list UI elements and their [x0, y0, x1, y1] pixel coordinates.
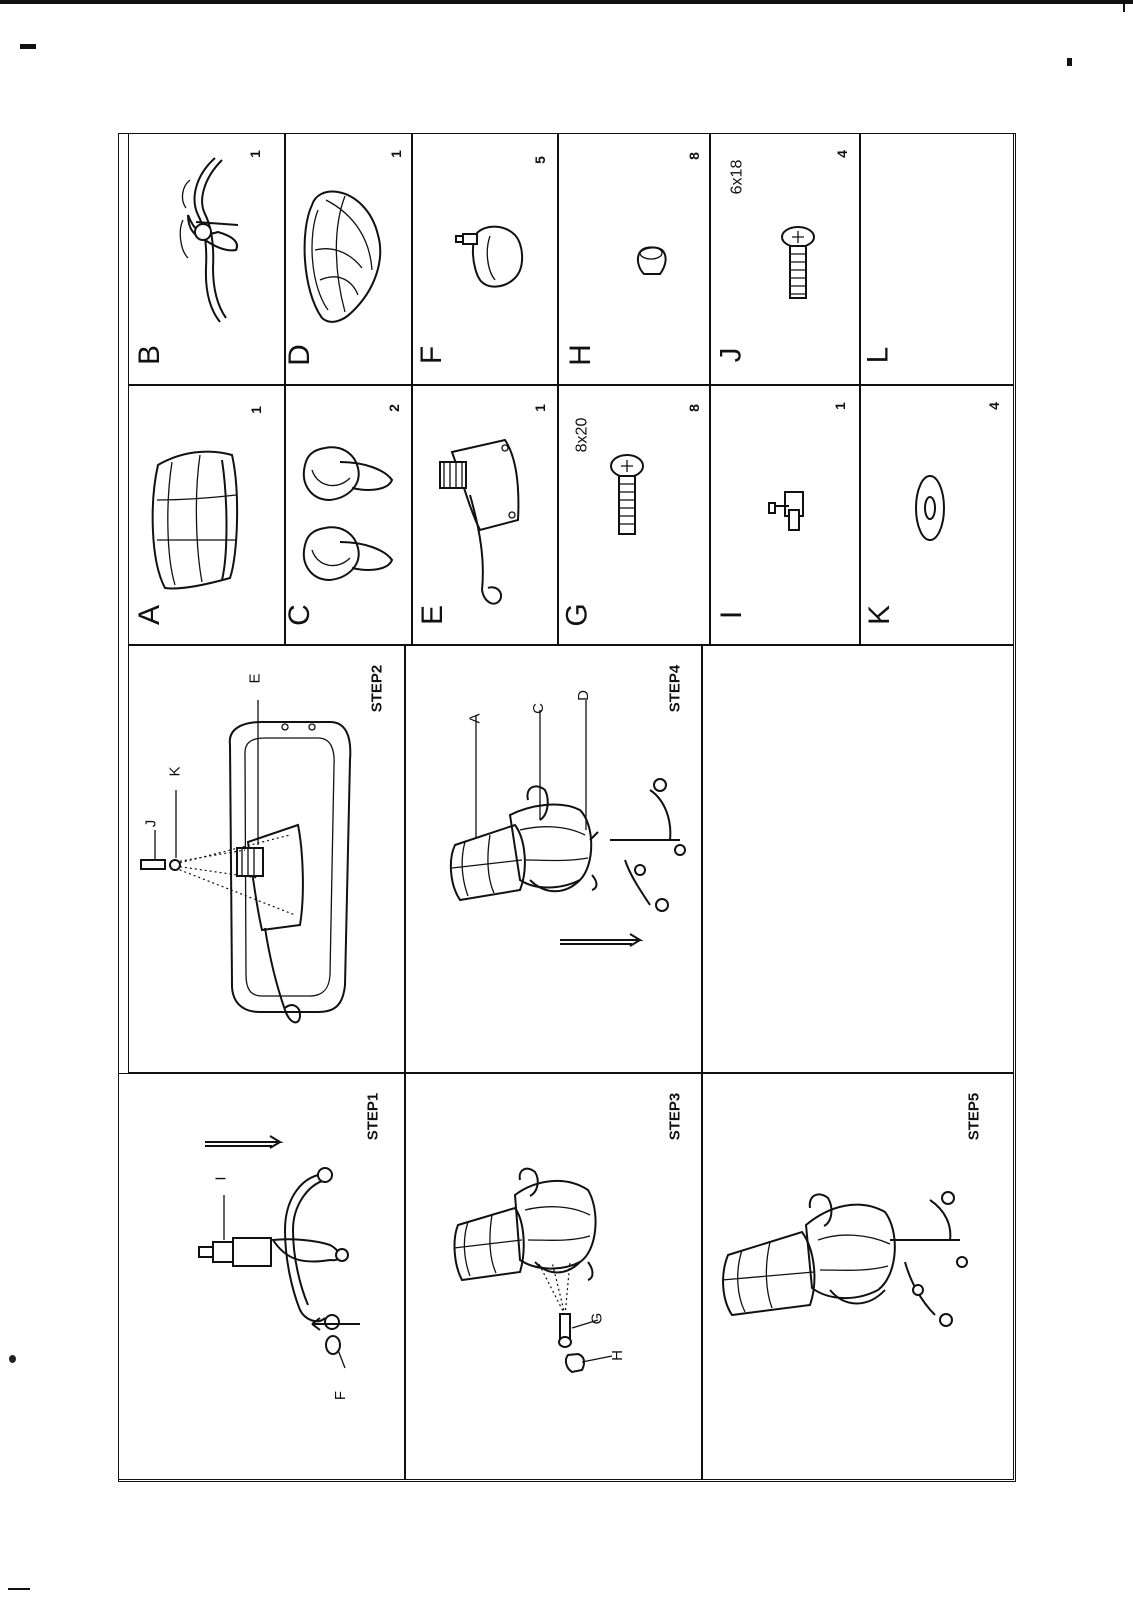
- part-cell-d: [285, 133, 412, 385]
- part-j-screw-drawing: [781, 226, 815, 299]
- part-cell-c: [285, 385, 412, 645]
- part-d-seat-drawing: [303, 190, 382, 323]
- scan-speck: [9, 1355, 16, 1363]
- step-cell-3: [405, 1073, 702, 1480]
- step-cell-5: [702, 1073, 1014, 1480]
- scan-mark: [1067, 58, 1072, 66]
- part-c-armrests-drawing: [302, 446, 394, 582]
- step4-drawing: [449, 700, 686, 947]
- step1-drawing: [198, 1135, 360, 1369]
- top-border-tick: [1123, 0, 1125, 12]
- step-cell-1: [118, 1073, 405, 1480]
- part-f-caster-drawing: [455, 225, 524, 288]
- part-e-mechanism-drawing: [439, 438, 520, 605]
- step-cell-empty: [702, 645, 1014, 1073]
- part-k-washer-drawing: [915, 475, 945, 541]
- part-cell-h: [558, 133, 710, 385]
- step-cell-2: [128, 645, 405, 1073]
- part-cell-i: [710, 385, 860, 645]
- top-border-line: [0, 0, 1133, 4]
- scan-mark: [20, 44, 36, 49]
- part-h-cap-drawing: [636, 246, 667, 275]
- part-g-screw-drawing: [610, 454, 644, 535]
- part-a-backrest-drawing: [151, 450, 239, 590]
- part-cell-f: [412, 133, 558, 385]
- step5-drawing: [721, 1191, 968, 1327]
- part-cell-e: [412, 385, 558, 645]
- part-cell-a: [128, 385, 285, 645]
- part-cell-l: [860, 133, 1014, 385]
- part-cell-j: [710, 133, 860, 385]
- step3-drawing: [453, 1167, 613, 1374]
- step-cell-4: [405, 645, 702, 1073]
- step2-drawing: [140, 700, 352, 1024]
- part-cell-k: [860, 385, 1014, 645]
- part-i-gaslift-drawing: [768, 491, 804, 531]
- scan-mark: [8, 1588, 30, 1590]
- part-cell-b: [128, 133, 285, 385]
- part-cell-g: [558, 385, 710, 645]
- part-b-base-drawing: [179, 157, 239, 323]
